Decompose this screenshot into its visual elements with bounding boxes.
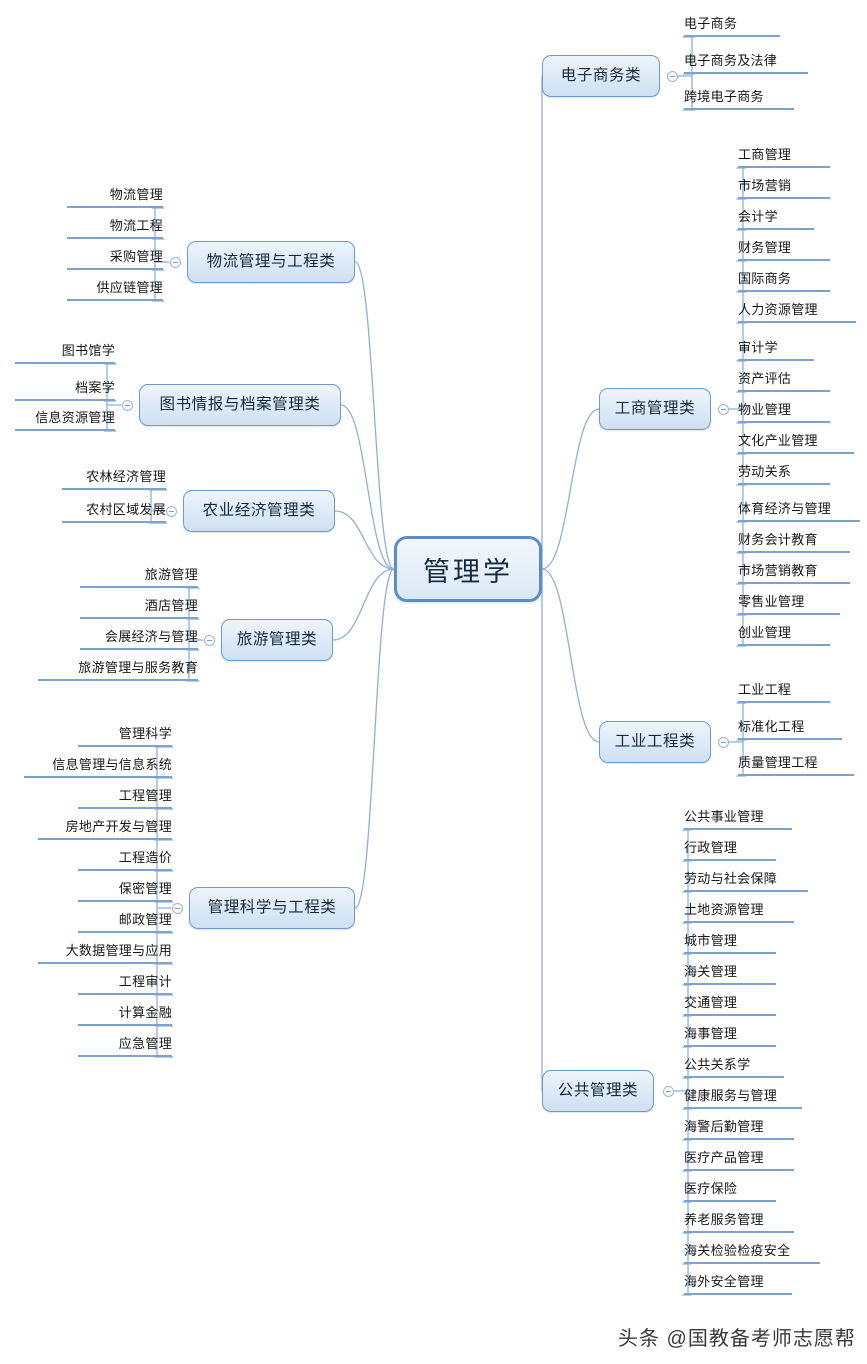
leaf-node[interactable]: 保密管理 (78, 882, 172, 902)
category-node-library-archive[interactable]: 图书情报与档案管理类 (139, 384, 341, 426)
leaf-node[interactable]: 劳动与社会保障 (684, 872, 808, 892)
root-node[interactable]: 管理学 (394, 536, 542, 602)
leaf-node[interactable]: 公共事业管理 (684, 810, 792, 830)
leaf-node[interactable]: 酒店管理 (80, 599, 198, 619)
collapse-minus-icon[interactable] (122, 400, 133, 411)
leaf-node[interactable]: 图书馆学 (15, 344, 115, 364)
category-node-public-admin[interactable]: 公共管理类 (542, 1070, 654, 1112)
leaf-node[interactable]: 市场营销 (738, 179, 830, 199)
leaf-node[interactable]: 电子商务 (684, 17, 780, 37)
leaf-node[interactable]: 标准化工程 (738, 720, 842, 740)
leaf-node[interactable]: 国际商务 (738, 272, 830, 292)
leaf-node[interactable]: 公共关系学 (684, 1058, 784, 1078)
leaf-node[interactable]: 城市管理 (684, 934, 776, 954)
collapse-minus-icon[interactable] (170, 257, 181, 268)
collapse-minus-icon[interactable] (204, 635, 215, 646)
leaf-node[interactable]: 海事管理 (684, 1027, 776, 1047)
leaf-node[interactable]: 医疗保险 (684, 1182, 776, 1202)
leaf-node[interactable]: 邮政管理 (78, 913, 172, 933)
leaf-node[interactable]: 大数据管理与应用 (38, 944, 172, 964)
leaf-node[interactable]: 会计学 (738, 210, 814, 230)
leaf-node[interactable]: 物业管理 (738, 403, 830, 423)
leaf-node[interactable]: 工商管理 (738, 148, 830, 168)
leaf-node[interactable]: 工程造价 (78, 851, 172, 871)
leaf-node[interactable]: 体育经济与管理 (738, 502, 860, 522)
leaf-node[interactable]: 零售业管理 (738, 595, 840, 615)
leaf-node[interactable]: 管理科学 (78, 727, 172, 747)
leaf-node[interactable]: 审计学 (738, 341, 814, 361)
collapse-minus-icon[interactable] (718, 737, 729, 748)
leaf-node[interactable]: 旅游管理 (80, 568, 198, 588)
leaf-node[interactable]: 土地资源管理 (684, 903, 794, 923)
leaf-node[interactable]: 行政管理 (684, 841, 776, 861)
collapse-minus-icon[interactable] (172, 903, 183, 914)
category-node-logistics[interactable]: 物流管理与工程类 (187, 241, 355, 283)
leaf-node[interactable]: 健康服务与管理 (684, 1089, 802, 1109)
leaf-node[interactable]: 市场营销教育 (738, 564, 850, 584)
collapse-minus-icon[interactable] (166, 506, 177, 517)
leaf-node[interactable]: 工程审计 (78, 975, 172, 995)
leaf-node[interactable]: 物流工程 (67, 219, 163, 239)
leaf-node[interactable]: 采购管理 (67, 250, 163, 270)
leaf-node[interactable]: 跨境电子商务 (684, 90, 794, 110)
category-node-business-admin[interactable]: 工商管理类 (599, 388, 711, 430)
leaf-node[interactable]: 人力资源管理 (738, 303, 856, 323)
watermark: 头条 @国教备考师志愿帮 (618, 1328, 856, 1350)
category-node-industrial-eng[interactable]: 工业工程类 (599, 721, 711, 763)
leaf-node[interactable]: 创业管理 (738, 626, 830, 646)
leaf-node[interactable]: 会展经济与管理 (80, 630, 198, 650)
leaf-node[interactable]: 档案学 (15, 381, 115, 401)
category-node-mgmt-sci-eng[interactable]: 管理科学与工程类 (189, 887, 355, 929)
leaf-node[interactable]: 信息管理与信息系统 (24, 758, 172, 778)
collapse-minus-icon[interactable] (667, 71, 678, 82)
leaf-node[interactable]: 旅游管理与服务教育 (38, 661, 198, 681)
category-node-ecommerce[interactable]: 电子商务类 (542, 55, 660, 97)
leaf-node[interactable]: 信息资源管理 (15, 411, 115, 431)
leaf-node[interactable]: 工程管理 (78, 789, 172, 809)
leaf-node[interactable]: 应急管理 (78, 1037, 172, 1057)
leaf-node[interactable]: 交通管理 (684, 996, 776, 1016)
collapse-minus-icon[interactable] (663, 1086, 674, 1097)
leaf-node[interactable]: 海关管理 (684, 965, 776, 985)
leaf-node[interactable]: 财务会计教育 (738, 533, 850, 553)
leaf-node[interactable]: 计算金融 (78, 1006, 172, 1026)
leaf-node[interactable]: 质量管理工程 (738, 756, 854, 776)
leaf-node[interactable]: 文化产业管理 (738, 434, 854, 454)
leaf-node[interactable]: 农村区域发展 (62, 503, 166, 523)
leaf-node[interactable]: 物流管理 (67, 188, 163, 208)
leaf-node[interactable]: 海外安全管理 (684, 1275, 792, 1295)
leaf-node[interactable]: 工业工程 (738, 683, 830, 703)
leaf-node[interactable]: 医疗产品管理 (684, 1151, 794, 1171)
leaf-node[interactable]: 房地产开发与管理 (38, 820, 172, 840)
leaf-node[interactable]: 农林经济管理 (62, 470, 166, 490)
category-node-agri-econ[interactable]: 农业经济管理类 (183, 490, 335, 532)
leaf-node[interactable]: 财务管理 (738, 241, 830, 261)
leaf-node[interactable]: 资产评估 (738, 372, 830, 392)
leaf-node[interactable]: 电子商务及法律 (684, 54, 808, 74)
category-node-tourism[interactable]: 旅游管理类 (221, 619, 333, 661)
collapse-minus-icon[interactable] (718, 404, 729, 415)
leaf-node[interactable]: 养老服务管理 (684, 1213, 794, 1233)
leaf-node[interactable]: 海警后勤管理 (684, 1120, 794, 1140)
leaf-node[interactable]: 劳动关系 (738, 465, 830, 485)
leaf-node[interactable]: 海关检验检疫安全 (684, 1244, 820, 1264)
leaf-node[interactable]: 供应链管理 (67, 281, 163, 301)
